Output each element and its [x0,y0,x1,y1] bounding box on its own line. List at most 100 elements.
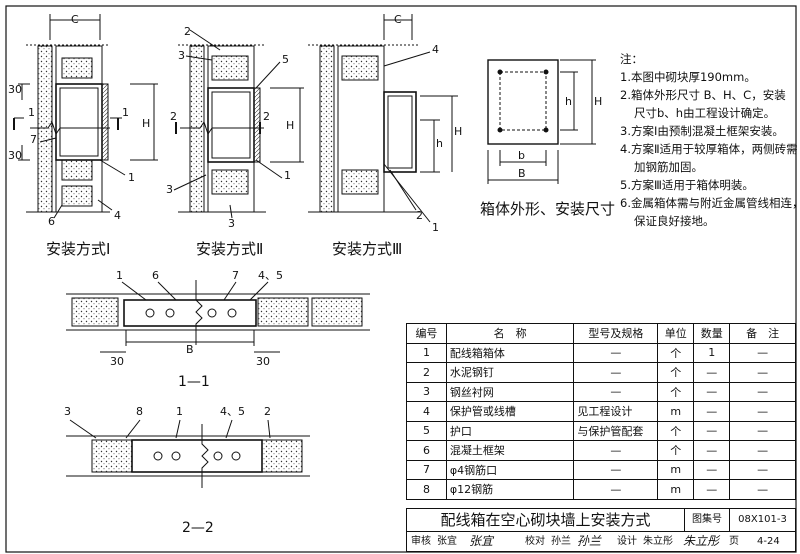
cell-remark: — [729,420,796,441]
caption-section1: 1—1 [178,374,210,390]
box-dims-drawing [487,59,596,184]
note-4: 4.方案Ⅱ适用于较厚箱体，两侧砖需 [620,142,798,156]
cell-unit: 个 [657,362,695,383]
cell-no: 6 [406,440,447,461]
note-4-cont: 加钢筋加固。 [634,160,703,174]
cell-no: 2 [406,362,447,383]
designer-signature: 朱立彤 [683,534,720,548]
notes-block: 注： 1.本图中砌块厚190mm。 2.箱体外形尺寸 B、H、C，安装 尺寸b、… [620,50,800,230]
dim-h-label-2: H [286,119,295,132]
callout-7-s1: 7 [232,269,239,282]
section2-drawing [66,419,310,488]
col-header-no: 编号 [406,323,447,344]
cell-spec: 与保护管配套 [573,420,659,441]
dim-30-s1-left: 30 [110,355,124,368]
cell-unit: 个 [657,420,695,441]
cell-name: 配线箱箱体 [445,342,575,363]
cell-qty: — [693,362,731,383]
callout-6-s1: 6 [152,269,159,282]
sec1-mark-right: 1 [122,106,129,119]
method2-drawing [173,29,304,219]
dim-30-label-1: 30 [8,83,22,96]
cell-spec: — [573,342,659,363]
review-label: 审核 [411,536,431,547]
cell-unit: m [657,459,695,480]
page-number: 4-24 [757,536,780,547]
caption-method3: 安装方式Ⅲ [332,240,403,258]
cell-qty: — [693,401,731,422]
atlas-label: 图集号 [685,509,730,531]
callout-4-m1: 4 [114,209,121,222]
cell-no: 7 [406,459,447,480]
callout-1-m2: 1 [284,169,291,182]
cell-name: φ4钢筋口 [445,459,575,480]
dim-b-small: b [518,149,525,162]
cell-spec: — [573,459,659,480]
cell-no: 1 [406,342,447,363]
col-header-name: 名 称 [445,323,575,344]
dim-30-label-2: 30 [8,149,22,162]
callout-1-s2: 1 [176,405,183,418]
cell-no: 5 [406,420,447,441]
dim-h-small-3: h [436,137,443,150]
col-header-remark: 备 注 [729,323,796,344]
caption-method2: 安装方式Ⅱ [196,240,264,258]
cell-qty: 1 [693,342,731,363]
cell-remark: — [729,381,796,402]
note-6: 6.金属箱体需与附近金属管线相连， [620,196,800,210]
sec1-mark-left: 1 [28,106,35,119]
cell-name: 保护管或线槽 [445,401,575,422]
cell-remark: — [729,440,796,461]
page-label: 页 [729,536,739,547]
checker-signature: 孙兰 [577,534,602,548]
callout-2-s2: 2 [264,405,271,418]
cell-spec: — [573,362,659,383]
cell-no: 8 [406,479,447,500]
cell-unit: 个 [657,342,695,363]
callout-3-s2: 3 [64,405,71,418]
title-block: 配线箱在空心砌块墙上安装方式 图集号 08X101-3 [406,508,796,532]
cell-qty: — [693,459,731,480]
cell-spec: — [573,381,659,402]
cell-remark: — [729,479,796,500]
cell-unit: 个 [657,440,695,461]
cell-remark: — [729,342,796,363]
cell-spec: — [573,479,659,500]
cell-spec: 见工程设计 [573,401,659,422]
callout-2-m2: 2 [184,25,191,38]
dim-h-label-1: H [142,117,151,130]
atlas-number: 08X101-3 [738,514,787,525]
callout-45-s2: 4、5 [220,405,245,418]
note-6-cont: 保证良好接地。 [634,214,715,228]
design-label: 设计 [617,536,637,547]
section1-drawing [66,280,370,353]
callout-1-m1: 1 [128,171,135,184]
callout-45-s1: 4、5 [258,269,283,282]
caption-section2: 2—2 [182,520,214,536]
cell-unit: m [657,401,695,422]
cell-name: 钢丝衬网 [445,381,575,402]
callout-1-m3: 1 [432,221,439,234]
cell-unit: 个 [657,381,695,402]
dim-c-label-1: C [71,13,79,26]
cell-no: 3 [406,381,447,402]
checker-name: 孙兰 [551,536,571,547]
cell-qty: — [693,479,731,500]
cell-name: 水泥钢钉 [445,362,575,383]
check-label: 校对 [525,536,545,547]
cell-qty: — [693,420,731,441]
note-5: 5.方案Ⅲ适用于箱体明装。 [620,178,754,192]
signature-row: 审核 张宜 张宜 校对 孙兰 孙兰 设计 朱立彤 朱立彤 页 4-24 [406,532,796,552]
designer-name: 朱立彤 [643,536,673,547]
method1-drawing [13,14,158,219]
table-header-row: 编号 名 称 型号及规格 单位 数量 备 注 [406,323,796,344]
